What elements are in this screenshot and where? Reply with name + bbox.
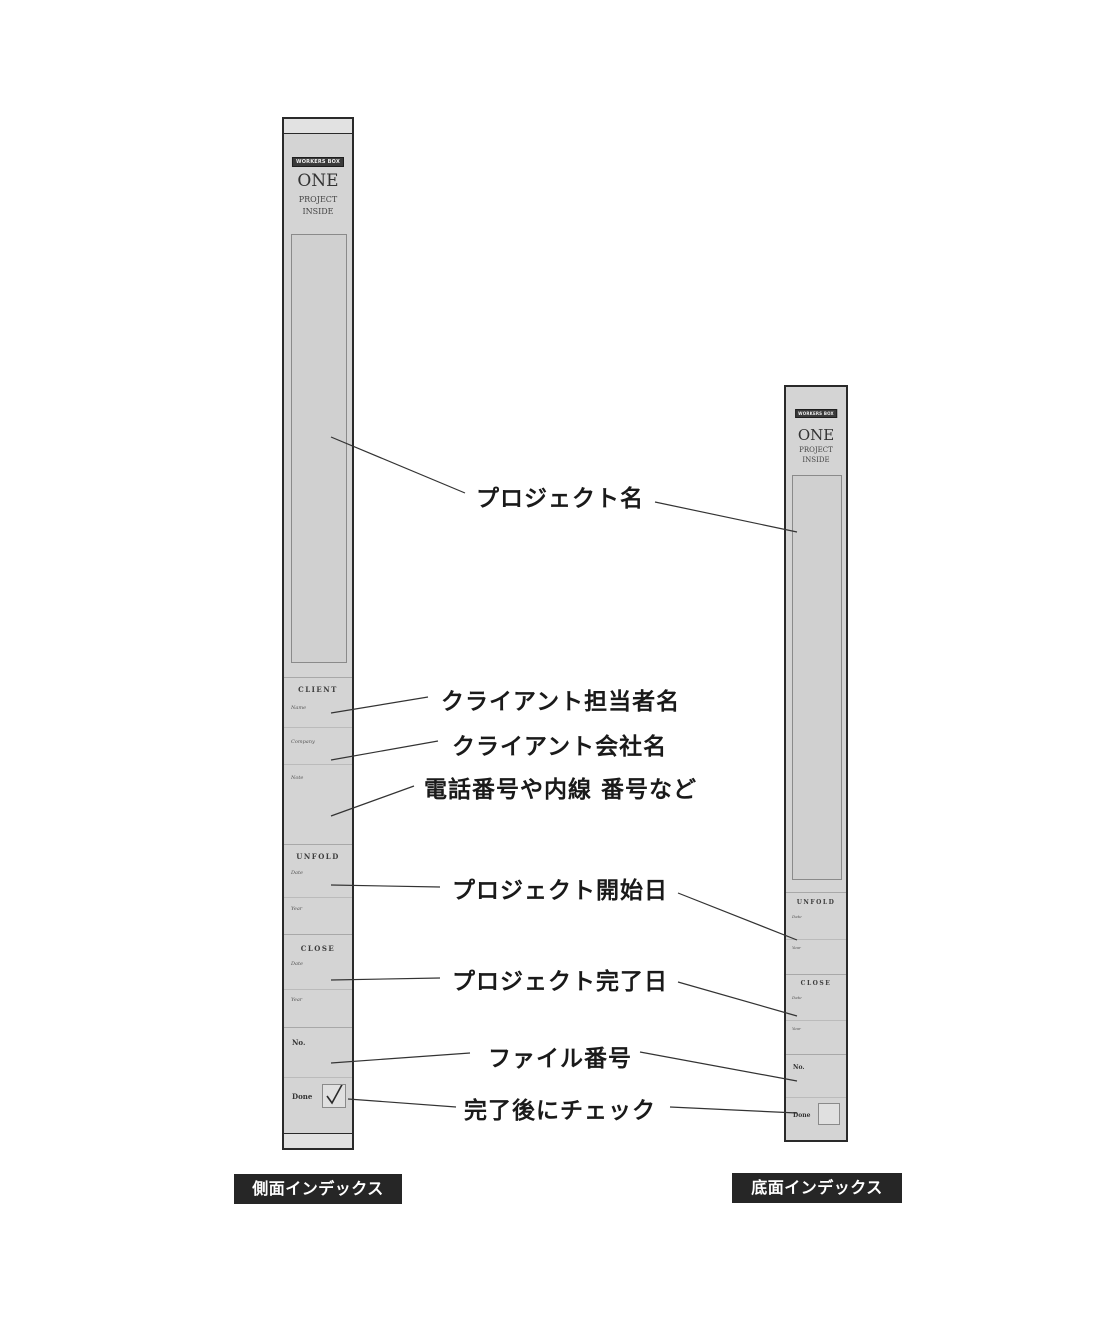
unfold-year-label: Year — [792, 945, 801, 950]
leader-client-contact — [330, 696, 429, 714]
done-label: Done — [292, 1092, 313, 1101]
divider — [284, 727, 352, 728]
divider — [786, 892, 846, 893]
company-label: Company — [291, 739, 315, 745]
brand-badge: WORKERS BOX — [291, 157, 345, 167]
leader-client-company — [330, 740, 439, 761]
callout-file-number: ファイル番号 — [488, 1046, 632, 1072]
divider — [786, 939, 846, 940]
leader-project-name-bottom — [654, 501, 798, 533]
client-heading: CLIENT — [298, 685, 338, 694]
callout-client-contact: クライアント担当者名 — [441, 689, 681, 715]
divider — [284, 897, 352, 898]
done-checkbox — [818, 1103, 840, 1125]
check-mark-icon — [326, 1080, 345, 1105]
divider — [786, 1054, 846, 1055]
brand-subtitle-project: PROJECT — [799, 446, 833, 454]
close-year-label: Year — [291, 997, 303, 1003]
close-date-label: Date — [291, 961, 303, 967]
done-checkbox — [322, 1080, 346, 1108]
unfold-heading: UNFOLD — [296, 852, 340, 861]
unfold-date-label: Date — [291, 870, 303, 876]
divider — [786, 1097, 846, 1098]
close-date-label: Date — [792, 995, 802, 1000]
callout-project-start: プロジェクト開始日 — [452, 878, 668, 904]
leader-file-number-bottom — [639, 1051, 798, 1082]
note-label: Note — [291, 775, 304, 781]
divider — [284, 934, 352, 935]
number-label: No. — [292, 1038, 306, 1047]
callout-project-end: プロジェクト完了日 — [452, 969, 668, 995]
leader-project-end-side — [330, 977, 441, 981]
leader-file-number-side — [330, 1052, 471, 1064]
brand-subtitle-inside: INSIDE — [802, 456, 830, 464]
leader-project-name-side — [330, 436, 466, 494]
unfold-date-label: Date — [792, 914, 802, 919]
done-label: Done — [793, 1112, 811, 1119]
project-name-field — [291, 234, 347, 663]
leader-project-start-side — [330, 884, 441, 888]
divider — [284, 764, 352, 765]
caption-side-index: 側面インデックス — [234, 1174, 402, 1204]
unfold-year-label: Year — [291, 906, 303, 912]
divider — [284, 844, 352, 845]
divider — [284, 989, 352, 990]
unfold-heading: UNFOLD — [796, 899, 836, 906]
callout-check-when-done: 完了後にチェック — [464, 1098, 656, 1124]
callout-client-company: クライアント会社名 — [452, 734, 668, 760]
callout-project-name: プロジェクト名 — [476, 486, 644, 512]
brand-title: ONE — [797, 426, 835, 444]
side-index-strip: WORKERS BOX ONE PROJECT INSIDE CLIENT Na… — [282, 117, 354, 1150]
close-year-label: Year — [792, 1026, 801, 1031]
close-heading: CLOSE — [800, 980, 832, 987]
leader-phone-extension — [330, 785, 415, 817]
caption-bottom-index: 底面インデックス — [732, 1173, 902, 1203]
callout-phone-extension: 電話番号や内線 番号など — [424, 777, 698, 803]
leader-project-start-bottom — [677, 892, 798, 941]
client-name-label: Name — [291, 705, 307, 711]
divider — [284, 1027, 352, 1028]
project-name-field — [792, 475, 842, 880]
leader-done-side — [347, 1098, 457, 1108]
bottom-cap — [284, 1133, 352, 1148]
divider — [284, 677, 352, 678]
divider — [786, 1020, 846, 1021]
top-cap — [284, 119, 352, 134]
leader-project-end-bottom — [677, 981, 798, 1017]
number-label: No. — [793, 1064, 805, 1071]
brand-subtitle-inside: INSIDE — [302, 207, 334, 216]
leader-done-bottom — [669, 1106, 798, 1114]
close-heading: CLOSE — [300, 944, 336, 953]
divider — [284, 1077, 352, 1078]
brand-badge: WORKERS BOX — [795, 409, 837, 418]
brand-title: ONE — [297, 171, 339, 191]
divider — [786, 974, 846, 975]
brand-subtitle-project: PROJECT — [298, 195, 338, 204]
